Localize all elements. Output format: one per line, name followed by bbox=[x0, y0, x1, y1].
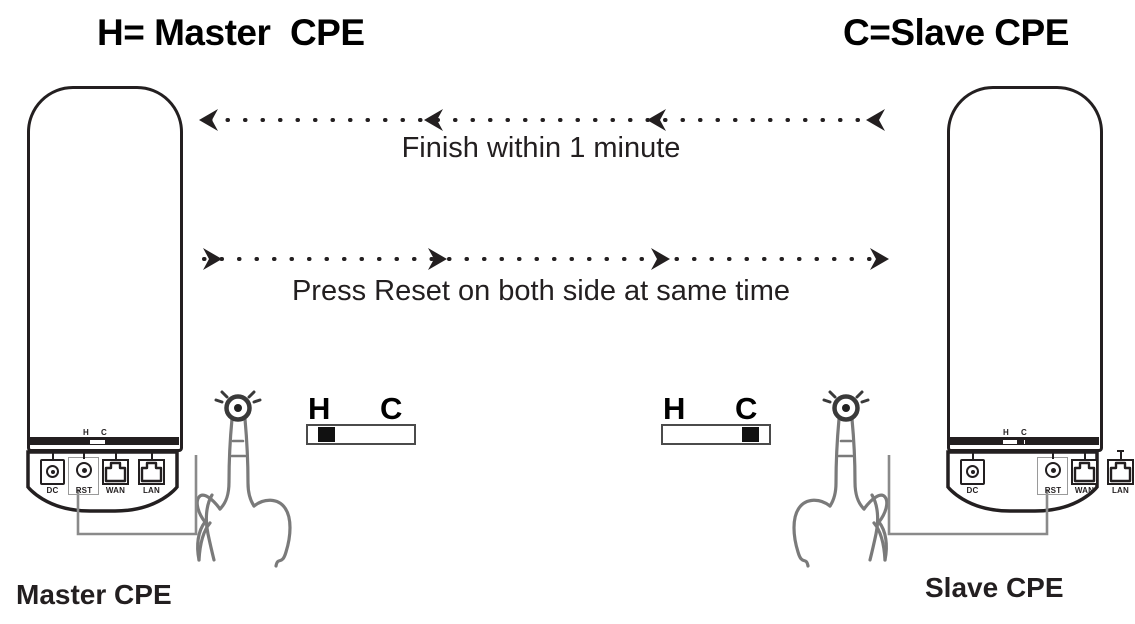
slave-port-rst-label: RST bbox=[1044, 486, 1062, 495]
master-port-rst-label: RST bbox=[75, 486, 93, 495]
master-mini-switch-track bbox=[82, 439, 106, 445]
master-hc-switch-label-h: H bbox=[308, 391, 331, 426]
slave-wan-rj45-icon bbox=[1073, 461, 1096, 483]
slave-port-wan-label: WAN bbox=[1074, 486, 1095, 495]
master-wan-rj45-icon bbox=[104, 461, 127, 483]
master-device-body bbox=[27, 86, 183, 452]
bottom-arrow-label: Press Reset on both side at same time bbox=[291, 275, 791, 307]
master-port-wan-label: WAN bbox=[105, 486, 126, 495]
master-title: H= Master CPE bbox=[97, 12, 365, 53]
master-lan-rj45-icon bbox=[140, 461, 163, 483]
slave-hc-switch-label-h: H bbox=[663, 391, 686, 426]
slave-port-dc-label: DC bbox=[966, 486, 979, 495]
slave-reset-leader-line bbox=[887, 455, 1049, 536]
master-mini-switch-label-h: H bbox=[83, 428, 89, 437]
slave-port-lan-label: LAN bbox=[1111, 486, 1130, 495]
top-arrow-label: Finish within 1 minute bbox=[401, 132, 681, 164]
slave-hand-illustration bbox=[792, 417, 889, 568]
master-port-dc-label: DC bbox=[46, 486, 59, 495]
slave-device-body bbox=[947, 86, 1103, 452]
master-mini-switch-label-c: C bbox=[101, 428, 107, 437]
master-reset-leader-line bbox=[76, 455, 198, 536]
top-arrow-row bbox=[199, 109, 885, 131]
bottom-arrow-row bbox=[202, 248, 889, 270]
slave-mini-switch-knob bbox=[1017, 440, 1024, 444]
slave-mini-switch-label-h: H bbox=[1003, 428, 1009, 437]
slave-mini-switch-label-c: C bbox=[1021, 428, 1027, 437]
slave-lan-rj45-icon bbox=[1109, 461, 1132, 483]
master-hand-illustration bbox=[195, 417, 292, 568]
master-hc-switch-label-c: C bbox=[380, 391, 403, 426]
master-port-lan-label: LAN bbox=[142, 486, 161, 495]
slave-press-indicator bbox=[822, 390, 870, 422]
master-hc-switch-knob[interactable] bbox=[318, 427, 335, 442]
master-press-indicator bbox=[214, 390, 262, 422]
slave-title: C=Slave CPE bbox=[843, 12, 1069, 53]
slave-hc-switch-knob[interactable] bbox=[742, 427, 759, 442]
slave-caption: Slave CPE bbox=[925, 572, 1064, 603]
master-caption: Master CPE bbox=[16, 579, 172, 610]
slave-mini-switch-track bbox=[1002, 439, 1026, 445]
slave-hc-switch-label-c: C bbox=[735, 391, 758, 426]
master-mini-switch-knob bbox=[83, 440, 90, 444]
